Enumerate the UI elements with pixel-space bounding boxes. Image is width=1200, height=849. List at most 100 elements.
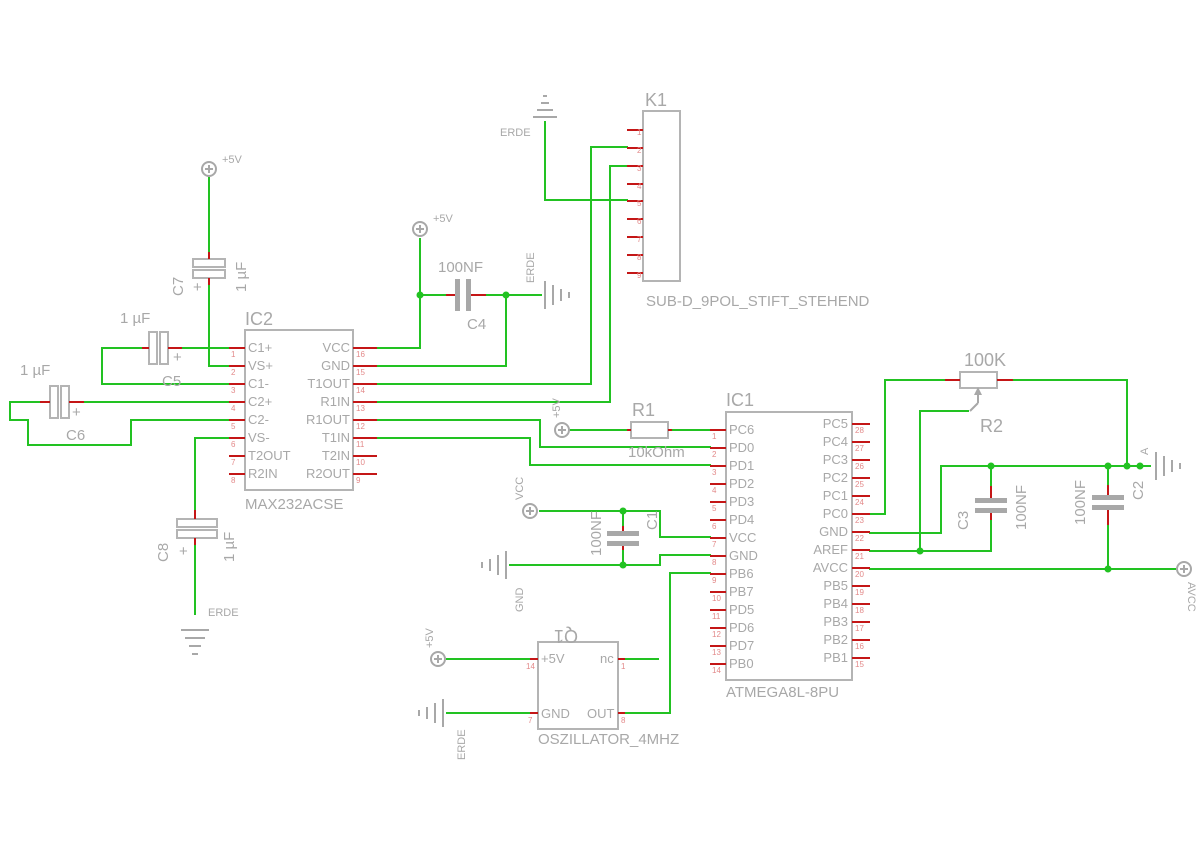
svg-text:AREF: AREF bbox=[813, 542, 848, 557]
ic2-value: MAX232ACSE bbox=[245, 496, 343, 513]
svg-text:R1: R1 bbox=[632, 400, 655, 420]
svg-text:15: 15 bbox=[855, 660, 864, 669]
svg-text:PB5: PB5 bbox=[823, 578, 848, 593]
k1-name: K1 bbox=[645, 90, 667, 110]
svg-text:PB3: PB3 bbox=[823, 614, 848, 629]
svg-text:GND: GND bbox=[729, 548, 758, 563]
svg-text:5: 5 bbox=[637, 199, 642, 208]
svg-text:PC0: PC0 bbox=[823, 506, 848, 521]
svg-text:PD4: PD4 bbox=[729, 512, 754, 527]
svg-text:11: 11 bbox=[712, 612, 721, 621]
svg-text:8: 8 bbox=[637, 253, 642, 262]
supply-5v-q1: +5V bbox=[424, 627, 446, 667]
ground-ic1-gnd: GND bbox=[481, 551, 526, 612]
svg-text:7: 7 bbox=[637, 235, 642, 244]
svg-text:GND: GND bbox=[321, 358, 350, 373]
svg-text:25: 25 bbox=[855, 480, 864, 489]
svg-text:1: 1 bbox=[637, 128, 642, 137]
ground-c2: A bbox=[1139, 447, 1181, 480]
svg-text:VCC: VCC bbox=[729, 530, 756, 545]
svg-text:+: + bbox=[173, 349, 182, 366]
svg-text:C2+: C2+ bbox=[248, 394, 272, 409]
svg-text:PD6: PD6 bbox=[729, 620, 754, 635]
svg-text:13: 13 bbox=[712, 648, 721, 657]
svg-text:GND: GND bbox=[819, 524, 848, 539]
svg-text:14: 14 bbox=[356, 386, 365, 395]
pin-pd4: PD4 6 bbox=[710, 512, 754, 531]
svg-text:100NF: 100NF bbox=[438, 259, 483, 276]
svg-text:PB7: PB7 bbox=[729, 584, 754, 599]
svg-text:PB0: PB0 bbox=[729, 656, 754, 671]
svg-text:21: 21 bbox=[855, 552, 864, 561]
capacitor-c7: + C7 1 µF bbox=[170, 252, 250, 296]
pin-pc2: PC2 25 bbox=[823, 470, 870, 489]
svg-text:16: 16 bbox=[356, 350, 365, 359]
pin-aref: AREF 21 bbox=[813, 542, 870, 561]
supply-5v-ic2: +5V bbox=[412, 213, 454, 237]
svg-text:1 µF: 1 µF bbox=[221, 532, 238, 562]
svg-text:5: 5 bbox=[231, 422, 236, 431]
capacitor-c4: 100NF C4 bbox=[438, 259, 486, 333]
svg-text:18: 18 bbox=[855, 606, 864, 615]
pin-pc0: PC0 23 bbox=[823, 506, 870, 525]
supply-vcc: VCC bbox=[514, 477, 538, 519]
svg-text:ERDE: ERDE bbox=[456, 729, 468, 760]
connector-k1: 1 2 3 4 5 6 7 8 9 K1 SUB-D_9POL_STIFT_ST… bbox=[627, 90, 870, 310]
svg-text:T1IN: T1IN bbox=[322, 430, 350, 445]
svg-text:27: 27 bbox=[855, 444, 864, 453]
svg-text:2: 2 bbox=[637, 146, 642, 155]
svg-text:10: 10 bbox=[712, 594, 721, 603]
svg-text:C7: C7 bbox=[170, 277, 187, 296]
svg-text:10: 10 bbox=[356, 458, 365, 467]
svg-text:R1IN: R1IN bbox=[320, 394, 350, 409]
pin-c2-: C2+4 bbox=[229, 394, 272, 413]
svg-text:R2: R2 bbox=[980, 416, 1003, 436]
svg-text:A: A bbox=[1139, 447, 1151, 455]
svg-text:100NF: 100NF bbox=[1072, 480, 1089, 525]
svg-text:AVCC: AVCC bbox=[1185, 582, 1197, 612]
pin-c1-: C1+1 bbox=[229, 340, 272, 359]
svg-text:C2: C2 bbox=[1130, 481, 1147, 500]
svg-text:1 µF: 1 µF bbox=[120, 310, 150, 327]
supply-5v-top: +5V bbox=[201, 154, 243, 177]
svg-text:PD5: PD5 bbox=[729, 602, 754, 617]
svg-text:9: 9 bbox=[356, 476, 361, 485]
ic1-value: ATMEGA8L-8PU bbox=[726, 684, 839, 701]
svg-text:PC2: PC2 bbox=[823, 470, 848, 485]
svg-text:6: 6 bbox=[712, 522, 717, 531]
svg-text:C6: C6 bbox=[66, 427, 85, 444]
svg-text:1: 1 bbox=[231, 350, 236, 359]
svg-text:23: 23 bbox=[855, 516, 864, 525]
potentiometer-r2: 100K R2 bbox=[945, 350, 1013, 436]
svg-text:3: 3 bbox=[712, 468, 717, 477]
oscillator-q1: +5V nc GND OUT 14 1 7 8 Q1 OSZILLATOR_4M… bbox=[526, 626, 679, 748]
svg-text:PC1: PC1 bbox=[823, 488, 848, 503]
capacitor-c6: + 1 µF C6 bbox=[20, 362, 85, 444]
svg-text:OUT: OUT bbox=[587, 706, 615, 721]
svg-text:10kOhm: 10kOhm bbox=[628, 444, 685, 461]
svg-text:PC5: PC5 bbox=[823, 416, 848, 431]
svg-text:8: 8 bbox=[712, 558, 717, 567]
svg-text:C4: C4 bbox=[467, 316, 486, 333]
svg-text:+5V: +5V bbox=[551, 397, 563, 418]
ground-q1: ERDE bbox=[418, 699, 468, 760]
svg-text:3: 3 bbox=[231, 386, 236, 395]
